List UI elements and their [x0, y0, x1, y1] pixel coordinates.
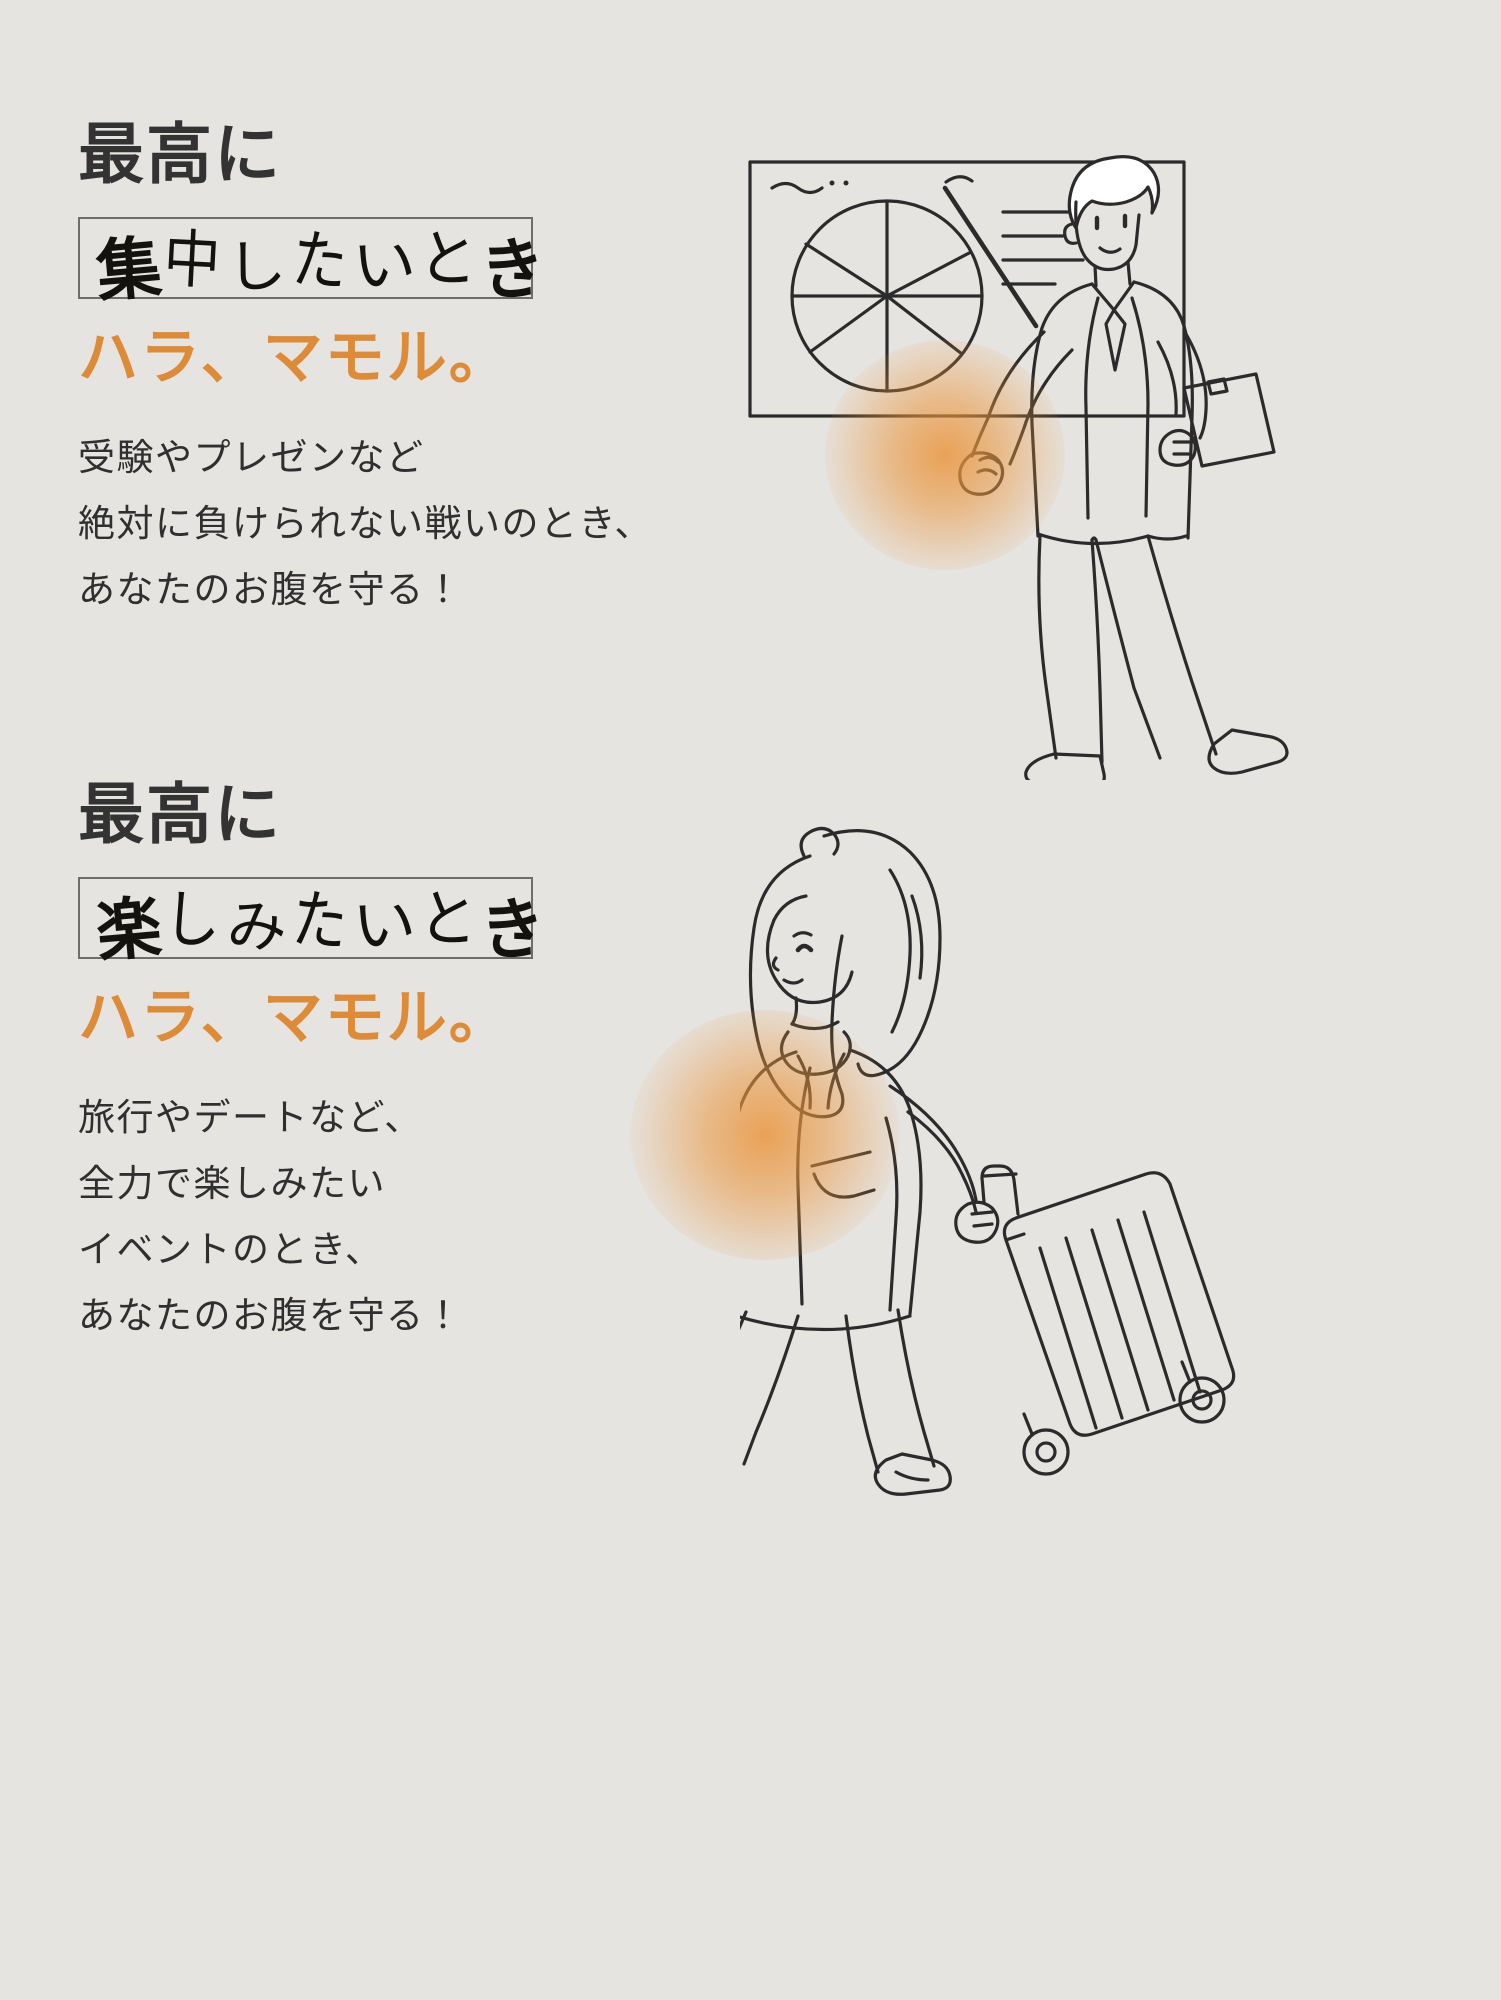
businessman-pie-chart-svg: [748, 155, 1289, 780]
section-fun: 最高に 楽しみたいとき ハラ、マモル。 旅行やデートなど、 全力で楽しみたい イ…: [0, 780, 1501, 1496]
body-line: イベントのとき、: [78, 1229, 384, 1271]
section-fun-headline: 最高に: [78, 776, 282, 853]
handwritten-char: た: [288, 881, 355, 963]
body-line: あなたのお腹を守る！: [78, 569, 463, 611]
woman-suitcase-svg: [740, 826, 1236, 1496]
handwritten-char: き: [477, 228, 553, 313]
handwritten-char: い: [350, 229, 423, 303]
handwritten-char: た: [288, 221, 355, 303]
handwritten-char: し: [161, 882, 227, 960]
section-focus: 最高に 集中したいとき ハラ、マモル。 受験やプレゼンなど 絶対に負けられない戦…: [0, 120, 1501, 780]
section-fun-handwritten-text: 楽しみたいとき: [93, 875, 553, 973]
handwritten-char: と: [417, 222, 483, 298]
section-fun-brand-name: ハラ、マモル。: [78, 983, 511, 1054]
handwritten-char: し: [225, 233, 292, 302]
handwritten-char: き: [477, 888, 553, 973]
section-fun-text-column: 最高に 楽しみたいとき ハラ、マモル。 旅行やデートなど、 全力で楽しみたい イ…: [78, 780, 798, 1349]
handwritten-char: み: [225, 893, 292, 962]
body-line: 受験やプレゼンなど: [78, 437, 425, 479]
handwritten-char: い: [350, 889, 423, 963]
handwritten-char: 中: [161, 222, 227, 300]
body-line: 旅行やデートなど、: [78, 1097, 423, 1139]
illustration-businessman-presenting: [740, 120, 1460, 780]
section-fun-handwritten-box: 楽しみたいとき: [78, 877, 553, 972]
section-focus-brand-name: ハラ、マモル。: [78, 323, 511, 394]
section-fun-body-copy: 旅行やデートなど、 全力で楽しみたい イベントのとき、 あなたのお腹を守る！: [78, 1085, 798, 1348]
body-line: 絶対に負けられない戦いのとき、: [78, 503, 653, 545]
section-focus-headline: 最高に: [78, 116, 282, 193]
body-line: 全力で楽しみたい: [78, 1163, 386, 1205]
section-focus-handwritten-text: 集中したいとき: [93, 215, 553, 313]
handwritten-char: 楽: [93, 888, 169, 973]
section-focus-text-column: 最高に 集中したいとき ハラ、マモル。 受験やプレゼンなど 絶対に負けられない戦…: [78, 120, 798, 623]
handwritten-char: と: [417, 882, 483, 958]
handwritten-char: 集: [93, 228, 169, 313]
section-focus-body-copy: 受験やプレゼンなど 絶対に負けられない戦いのとき、 あなたのお腹を守る！: [78, 425, 798, 623]
illustration-woman-with-suitcase: [630, 800, 1460, 1500]
section-focus-handwritten-box: 集中したいとき: [78, 217, 553, 312]
body-line: あなたのお腹を守る！: [78, 1294, 463, 1336]
